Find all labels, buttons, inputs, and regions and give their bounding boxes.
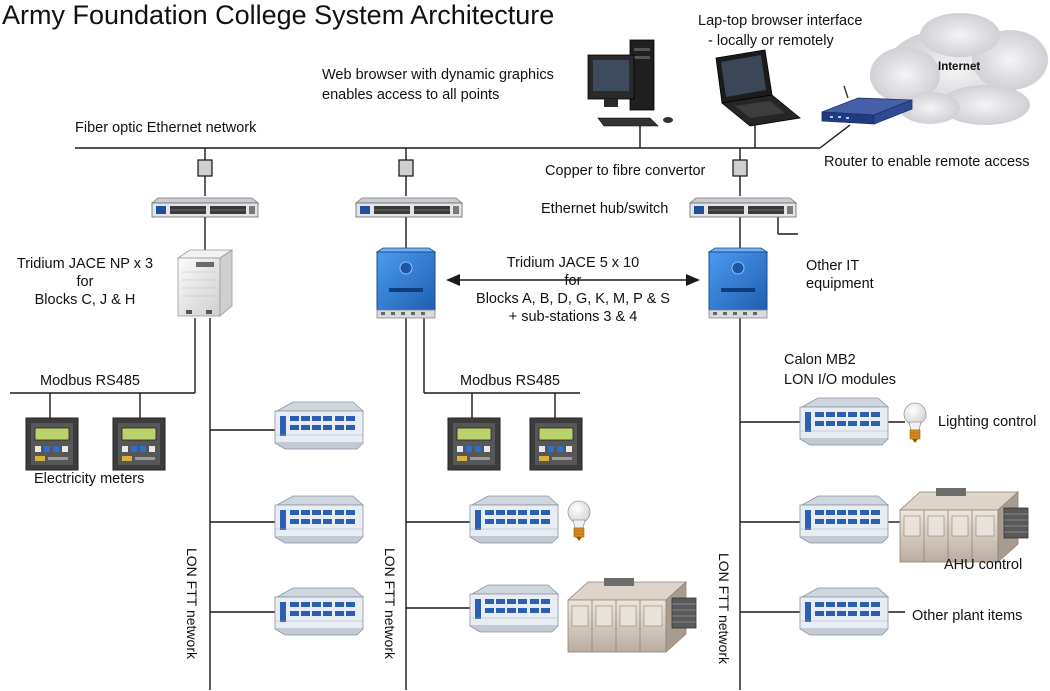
lon-network-label-right: LON FTT network: [716, 553, 732, 664]
fiber-network-label: Fiber optic Ethernet network: [75, 120, 257, 136]
jace5-label-line4: + sub-stations 3 & 4: [508, 309, 638, 325]
hub-switch-label: Ethernet hub/switch: [541, 201, 669, 217]
switch-icon: [689, 197, 797, 218]
lightbulb-icon: [903, 402, 927, 444]
jace5-label-line1: Tridium JACE 5 x 10: [506, 255, 640, 271]
jace-peer-arrow: [446, 274, 700, 286]
jace-controller-icon: [176, 249, 234, 317]
lon-io-module-icon: [274, 401, 364, 450]
other-plant-label: Other plant items: [912, 608, 1023, 624]
arrow-left-icon: [446, 274, 460, 286]
router-label: Router to enable remote access: [824, 154, 1030, 170]
jace-np-label-line2: for: [76, 274, 94, 290]
web-browser-label-line1: Web browser with dynamic graphics: [322, 67, 554, 83]
page-title: Army Foundation College System Architect…: [2, 0, 555, 30]
switch-icon: [355, 197, 463, 218]
desktop-computer-icon: [587, 39, 673, 127]
lon-network-label-left: LON FTT network: [184, 548, 200, 659]
converter-label: Copper to fibre convertor: [545, 163, 706, 179]
jace5-label-line3: Blocks A, B, D, G, K, M, P & S: [476, 291, 670, 307]
air-handling-unit-icon: [899, 487, 1029, 563]
modbus-left-label: Modbus RS485: [40, 373, 140, 389]
jace-controller-icon: [708, 247, 768, 319]
converter-icon: [398, 159, 414, 177]
connection-lines: [10, 118, 905, 690]
jace-np-label-line1: Tridium JACE NP x 3: [16, 256, 154, 272]
lon-io-module-icon: [799, 587, 889, 636]
other-it-label-line1: Other IT: [806, 258, 860, 274]
switch-icon: [151, 197, 259, 218]
lon-io-module-icon: [799, 495, 889, 544]
lighting-control-label: Lighting control: [938, 414, 1037, 430]
laptop-label-line2: - locally or remotely: [708, 33, 834, 49]
converter-icon: [197, 159, 213, 177]
lon-io-module-icon: [799, 397, 889, 446]
lon-io-module-icon: [469, 584, 559, 633]
modbus-middle-label: Modbus RS485: [460, 373, 560, 389]
converter-icon: [732, 159, 748, 177]
lon-io-module-icon: [274, 495, 364, 544]
ahu-control-label: AHU control: [944, 557, 1023, 573]
cloud-icon: [870, 13, 1048, 125]
electricity-meter-icon: [112, 417, 166, 471]
jace5-label-line2: for: [564, 273, 582, 289]
lon-io-module-icon: [469, 495, 559, 544]
jace-np-label-line3: Blocks C, J & H: [34, 292, 136, 308]
jace-controller-icon: [376, 247, 436, 319]
electricity-meter-icon: [529, 417, 583, 471]
air-handling-unit-icon: [567, 577, 697, 653]
router-link-line: [819, 124, 851, 149]
calon-label-line1: Calon MB2: [784, 352, 856, 368]
lon-network-label-middle: LON FTT network: [382, 548, 398, 659]
web-browser-label-line2: enables access to all points: [322, 87, 500, 103]
laptop-label-line1: Lap-top browser interface: [698, 13, 863, 29]
other-it-label-line2: equipment: [806, 276, 874, 292]
lightbulb-icon: [567, 500, 591, 542]
electricity-meter-icon: [447, 417, 501, 471]
router-icon: [821, 85, 913, 125]
electricity-meters-label: Electricity meters: [34, 471, 145, 487]
electricity-meter-icon: [25, 417, 79, 471]
internet-label: Internet: [938, 61, 981, 73]
lon-io-module-icon: [274, 587, 364, 636]
laptop-icon: [715, 49, 801, 127]
calon-label-line2: LON I/O modules: [784, 372, 897, 388]
arrow-right-icon: [686, 274, 700, 286]
